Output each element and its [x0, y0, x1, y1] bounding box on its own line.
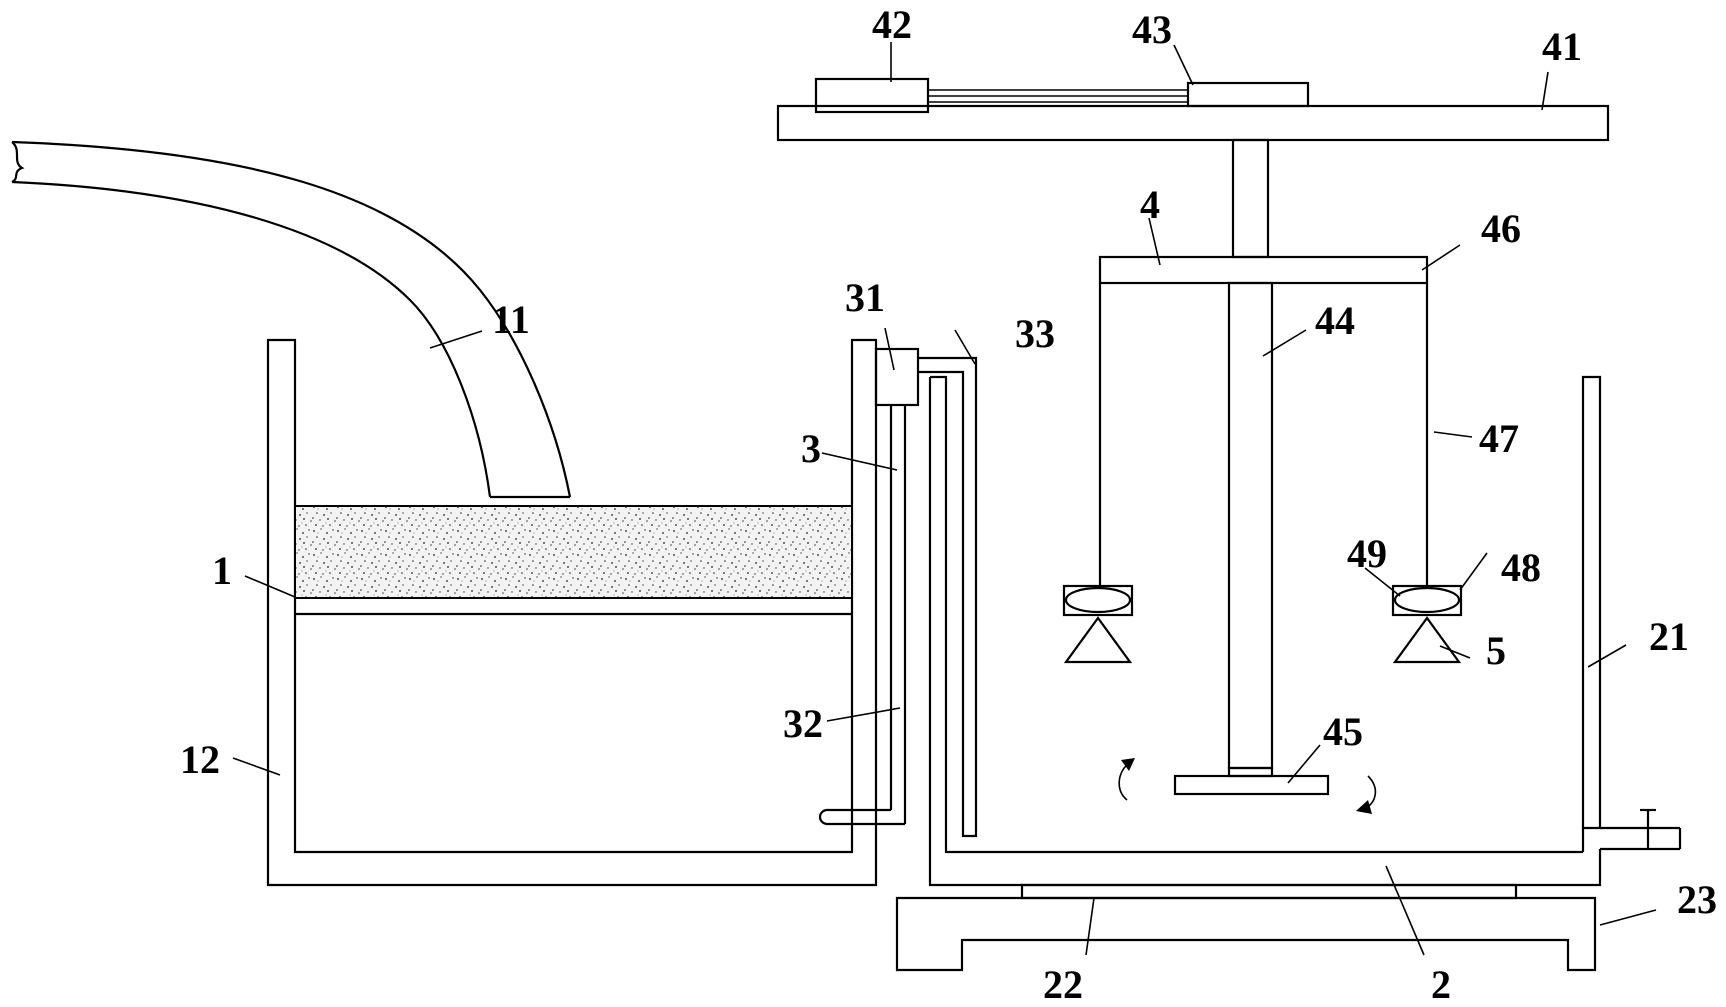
impeller	[1173, 774, 1330, 796]
label-1: 1	[212, 548, 232, 593]
rotation-arrow-left	[1118, 758, 1135, 801]
suction-pipe	[818, 405, 907, 826]
label-5: 5	[1486, 628, 1506, 673]
label-31: 31	[845, 275, 885, 320]
nozzle	[1392, 616, 1462, 664]
stirring-shaft	[1227, 281, 1274, 770]
label-41: 41	[1542, 24, 1582, 69]
sensor-lens	[1393, 586, 1461, 614]
cross-beam	[1098, 255, 1429, 285]
left-tank	[266, 338, 878, 887]
vertical-column	[1231, 138, 1270, 259]
label-44: 44	[1315, 298, 1355, 343]
label-21: 21	[1649, 614, 1689, 659]
label-46: 46	[1481, 206, 1521, 251]
label-11: 11	[492, 297, 530, 342]
leader-lines	[232, 42, 1657, 956]
drain-valve	[1600, 808, 1682, 851]
delivery-pipe	[918, 356, 978, 838]
sensor-left	[1062, 584, 1134, 664]
label-12: 12	[180, 737, 220, 782]
sensor-right	[1391, 584, 1463, 664]
sand-filter-layer	[294, 505, 853, 599]
slider-block	[1186, 81, 1310, 108]
label-33: 33	[1015, 311, 1055, 356]
stand-base	[895, 896, 1597, 972]
pump	[874, 347, 920, 407]
label-2: 2	[1431, 962, 1451, 1007]
label-4: 4	[1140, 182, 1160, 227]
rotation-arrow-right	[1356, 775, 1377, 814]
label-42: 42	[872, 2, 912, 47]
label-49: 49	[1347, 531, 1387, 576]
label-23: 23	[1677, 877, 1717, 922]
label-48: 48	[1501, 545, 1541, 590]
label-22: 22	[1043, 962, 1083, 1007]
label-3: 3	[801, 426, 821, 471]
label-43: 43	[1132, 7, 1172, 52]
screw-rod	[928, 89, 1188, 103]
sensor-housing	[1391, 584, 1463, 617]
inlet-hose	[11, 140, 572, 499]
label-32: 32	[783, 701, 823, 746]
shaft-collar	[1227, 766, 1274, 778]
label-45: 45	[1323, 709, 1363, 754]
support-pad	[1020, 883, 1518, 900]
label-47: 47	[1479, 416, 1519, 461]
